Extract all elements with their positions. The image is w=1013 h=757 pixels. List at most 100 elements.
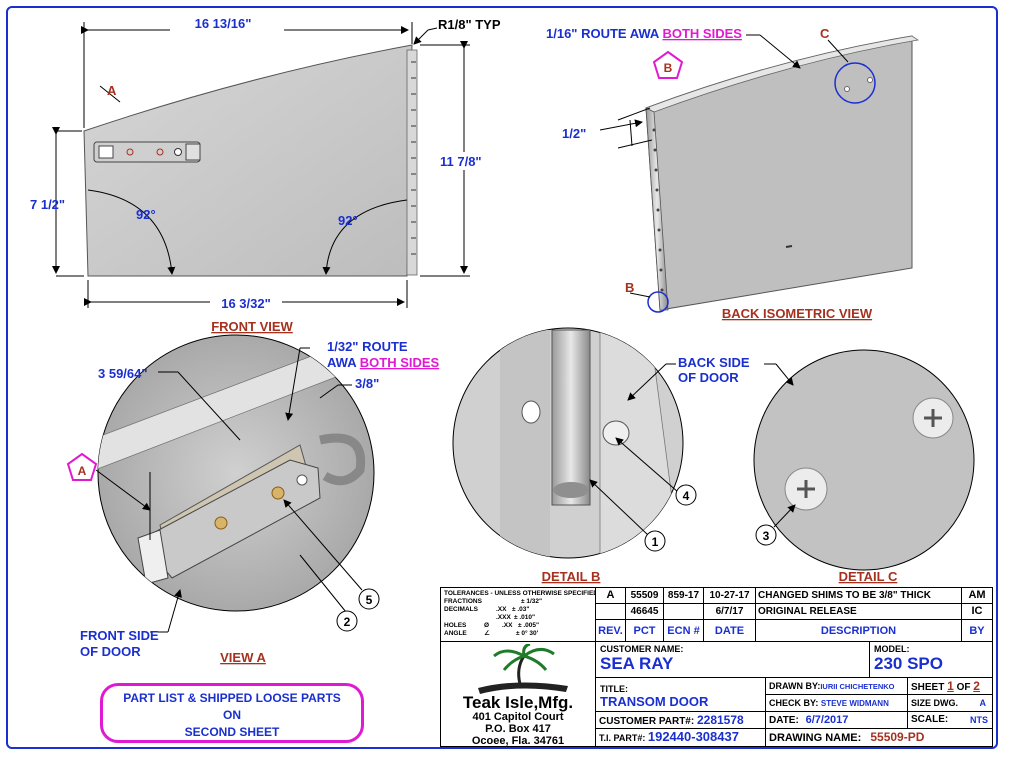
company-addr3: Ocoee, Fla. 34761 [471, 735, 565, 746]
detail-b: BACK SIDE OF DOOR 4 1 DETAIL B [452, 327, 750, 584]
angle-left-label: 92° [136, 207, 156, 222]
sheet-border [6, 6, 998, 749]
back-side-label-2: OF DOOR [678, 370, 739, 385]
dim-38-label: 3/8" [355, 376, 379, 391]
tol-dec-xx: .XX [496, 605, 507, 613]
rev-row1-by: AM [962, 588, 992, 604]
sheet-of: OF [956, 682, 971, 693]
parts-note-line3: SECOND SHEET [184, 725, 280, 739]
check-by-value: STEVE WIDMANN [820, 699, 889, 708]
front-view: 16 13/16" R1/8" TYP 7 1/2" 11 7/8" 16 3/… [30, 15, 501, 334]
drawn-by-label: DRAWN BY: [769, 681, 821, 691]
size-cell: SIZE DWG. A [908, 695, 992, 712]
size-value: A [979, 698, 987, 708]
customer-part-cell: CUSTOMER PART#: 2281578 [596, 712, 766, 729]
rev-row1-desc: CHANGED SHIMS TO BE 3/8" THICK [756, 588, 962, 604]
tolerances-header: TOLERANCES - UNLESS OTHERWISE SPECIFIED [444, 590, 596, 597]
rev-row2-by: IC [962, 604, 992, 620]
rev-row1-date: 10-27-17 [704, 588, 756, 604]
detail-c: 3 DETAIL C [753, 349, 975, 584]
customer-cell: CUSTOMER NAME: SEA RAY [596, 642, 870, 678]
customer-part-label: CUSTOMER PART#: [599, 716, 695, 727]
ti-part-label: T.I. PART#: [599, 733, 646, 743]
title-label: TITLE: [600, 684, 628, 694]
rev-header-rev: REV. [596, 620, 626, 642]
callout-b: B [625, 280, 634, 295]
scale-cell: SCALE:NTS [908, 712, 992, 729]
rev-row2-ecn [664, 604, 704, 620]
tol-angle: ANGLE [444, 629, 467, 637]
rev-row2-pct: 46645 [626, 604, 664, 620]
tol-dec-xxx: .XXX [496, 613, 511, 621]
dim-top-label: 16 13/16" [195, 16, 252, 31]
front-side-label-1: FRONT SIDE [80, 628, 159, 643]
tol-holes-sym: Ø [484, 621, 490, 629]
date-label: DATE: [769, 715, 799, 726]
front-view-title: FRONT VIEW [211, 319, 293, 334]
company-addr2: P.O. Box 417 [485, 723, 551, 735]
tol-angle-sym: ∠ [484, 629, 490, 637]
scale-label: SCALE: [911, 714, 949, 725]
radius-label: R1/8" TYP [438, 17, 501, 32]
rev-header-by: BY [962, 620, 992, 642]
rev-header-date: DATE [704, 620, 756, 642]
ti-part-cell: T.I. PART#: 192440-308437 [596, 729, 766, 746]
sheet-number: 1 [947, 679, 954, 693]
sheet-label: SHEET [911, 682, 945, 693]
front-side-label-2: OF DOOR [80, 644, 141, 659]
title-cell: TITLE: TRANSOM DOOR [596, 678, 766, 712]
tol-angle-val: ± 0° 30' [516, 629, 539, 637]
tol-holes-val: ± .005" [518, 621, 540, 629]
balloon-5: 5 [366, 593, 373, 607]
date-cell: DATE: 6/7/2017 [766, 712, 908, 729]
customer-part-value: 2281578 [696, 713, 744, 727]
customer-name: SEA RAY [600, 654, 674, 673]
back-iso-title: BACK ISOMETRIC VIEW [722, 306, 873, 321]
callout-c: C [820, 26, 830, 41]
drawn-by-cell: DRAWN BY:IURII CHICHETENKO [766, 678, 908, 695]
rev-row1-ecn: 859-17 [664, 588, 704, 604]
model-label: MODEL: [874, 644, 910, 654]
company-logo-block: Teak Isle,Mfg. 401 Capitol Court P.O. Bo… [441, 642, 596, 746]
pentagon-a: A [78, 464, 87, 478]
drawing-name-cell: DRAWING NAME: 55509-PD [766, 729, 992, 746]
balloon-2: 2 [344, 615, 351, 629]
dim-359-label: 3 59/64" [98, 366, 148, 381]
model-value: 230 SPO [874, 654, 943, 673]
rev-row1-rev: A [596, 588, 626, 604]
route-note: 1/16" ROUTE AWA BOTH SIDES [546, 26, 742, 41]
balloon-4: 4 [683, 489, 690, 503]
pentagon-b: B [664, 61, 673, 75]
rev-row2-date: 6/7/17 [704, 604, 756, 620]
model-cell: MODEL: 230 SPO [870, 642, 992, 678]
detail-c-title: DETAIL C [839, 569, 898, 584]
drawing-name-value: 55509-PD [870, 730, 925, 744]
ti-part-value: 192440-308437 [647, 729, 739, 744]
callout-a: A [107, 83, 117, 98]
tol-fractions: FRACTIONS [444, 597, 482, 605]
check-by-cell: CHECK BY: STEVE WIDMANN [766, 695, 908, 712]
tol-fractions-val: ± 1/32" [521, 597, 543, 605]
tol-decimals: DECIMALS [444, 605, 478, 613]
dim-right-label: 11 7/8" [440, 154, 482, 169]
view-a: 3 59/64" 1/32" ROUTE AWA BOTH SIDES 3/8"… [66, 334, 440, 665]
size-label: SIZE DWG. [911, 698, 958, 708]
rev-row2-desc: ORIGINAL RELEASE [756, 604, 962, 620]
tol-holes: HOLES [444, 621, 467, 629]
route-note-a1: 1/32" ROUTE [327, 339, 408, 354]
tol-dec-xxx-val: ± .010" [514, 613, 536, 621]
detail-b-title: DETAIL B [542, 569, 601, 584]
dim-half-label: 1/2" [562, 126, 586, 141]
tolerances-box: TOLERANCES - UNLESS OTHERWISE SPECIFIED … [441, 588, 596, 642]
rev-row1-pct: 55509 [626, 588, 664, 604]
tol-dec-xx-val: ± .03" [512, 605, 530, 613]
title-block: TOLERANCES - UNLESS OTHERWISE SPECIFIED … [440, 587, 993, 747]
parts-note-line1: PART LIST & SHIPPED LOOSE PARTS [123, 691, 341, 705]
tol-holes-xx: .XX [502, 621, 513, 629]
palm-tree-icon [478, 644, 568, 694]
balloon-3: 3 [763, 529, 770, 543]
date-value: 6/7/2017 [805, 714, 849, 726]
customer-label: CUSTOMER NAME: [600, 644, 684, 654]
